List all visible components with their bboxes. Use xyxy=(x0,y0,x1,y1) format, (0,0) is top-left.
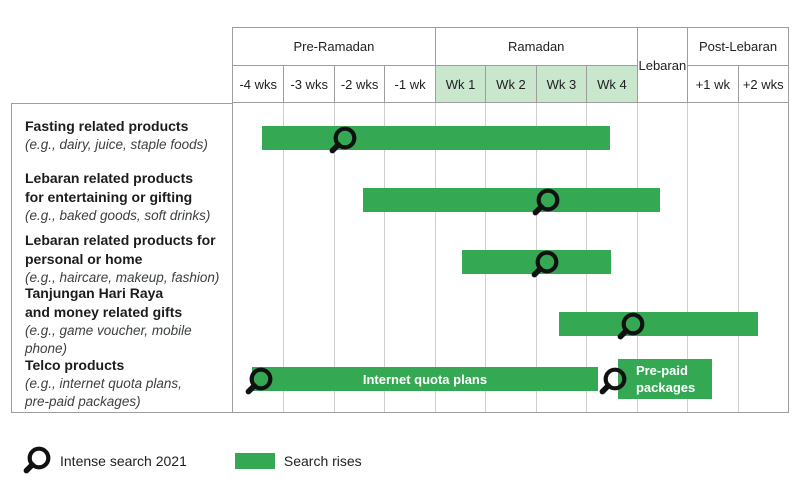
gridline xyxy=(637,103,638,412)
header-week-cell: -1 wk xyxy=(384,65,435,102)
row-label-title: personal or home xyxy=(25,251,143,267)
search-rises-bar xyxy=(363,188,660,212)
timeline-header: Pre-Ramadan Ramadan Lebaran Post-Lebaran… xyxy=(232,27,789,103)
search-rises-swatch xyxy=(234,453,275,469)
header-week-cell: Wk 4 xyxy=(586,65,637,102)
gridline xyxy=(283,103,284,412)
row-label-example: (e.g., haircare, makeup, fashion) xyxy=(25,270,220,285)
bar-label: Pre-paid xyxy=(635,363,688,378)
header-group-ramadan: Ramadan xyxy=(434,28,637,65)
gridline xyxy=(687,103,688,412)
row-label-title: for entertaining or gifting xyxy=(25,189,193,205)
header-week-cell: +2 wks xyxy=(737,65,788,102)
gridline xyxy=(384,103,385,412)
row-label-title: Fasting related products xyxy=(25,117,189,134)
row-label: Tanjungan Hari Raya and money related gif… xyxy=(12,285,232,356)
magnifier-icon xyxy=(242,365,276,404)
row-label-column: Fasting related products (e.g., dairy, ju… xyxy=(11,103,232,413)
row-label: Fasting related products (e.g., dairy, ju… xyxy=(12,104,232,166)
gridline xyxy=(334,103,335,412)
magnifier-icon xyxy=(614,310,648,349)
header-week-cell: -4 wks xyxy=(233,65,284,102)
magnifier-icon xyxy=(596,365,630,404)
magnifier-icon xyxy=(529,186,563,225)
magnifier-icon xyxy=(326,124,360,163)
row-label: Lebaran related products for personal or … xyxy=(12,228,232,290)
header-week-cell: Wk 3 xyxy=(535,65,587,102)
magnifier-icon xyxy=(528,248,562,287)
header-week-cell: Wk 2 xyxy=(485,65,536,102)
row-label-example: (e.g., game voucher, mobile phone) xyxy=(25,323,192,356)
header-group-pre-ramadan: Pre-Ramadan xyxy=(293,39,375,54)
search-rises-bar: Internet quota plans xyxy=(252,367,598,391)
header-week-cell: -3 wks xyxy=(283,65,334,102)
gridline xyxy=(738,103,739,412)
row-label-title: and money related gifts xyxy=(25,304,183,320)
header-group-post-lebaran: Post-Lebaran xyxy=(687,28,788,65)
row-label-example: pre-paid packages) xyxy=(25,393,141,409)
header-week-cell: +1 wk xyxy=(687,65,738,102)
legend-intense-search-label: Intense search 2021 xyxy=(60,453,187,469)
row-label-example: (e.g., internet quota plans, xyxy=(25,375,182,391)
search-rises-box: Pre-paid packages xyxy=(617,359,713,399)
row-label-example: (e.g., dairy, juice, staple foods) xyxy=(25,136,208,152)
gridline xyxy=(435,103,436,412)
row-label-title: Lebaran related products for xyxy=(25,232,216,248)
row-label-title: Lebaran related products xyxy=(25,170,194,186)
legend-search-rises-label: Search rises xyxy=(283,453,362,469)
magnifier-icon xyxy=(23,446,51,474)
search-rises-bar xyxy=(558,312,758,336)
header-week-cell: Wk 1 xyxy=(434,65,486,102)
row-label: Lebaran related products for entertaining… xyxy=(12,166,232,228)
row-label-example: (e.g., baked goods, soft drinks) xyxy=(25,208,211,223)
bar-label: packages xyxy=(635,380,696,395)
legend: Intense search 2021 Search rises xyxy=(20,444,362,478)
row-label: Telco products (e.g., internet quota plan… xyxy=(12,352,232,414)
row-label-title: Tanjungan Hari Raya xyxy=(25,285,164,301)
header-group-lebaran: Lebaran xyxy=(636,28,687,102)
chart-plot-area: Internet quota plans Pre-paid packages xyxy=(232,103,789,413)
search-rises-bar xyxy=(262,126,610,150)
row-label-title: Telco products xyxy=(25,356,125,373)
header-week-cell: -2 wks xyxy=(333,65,385,102)
